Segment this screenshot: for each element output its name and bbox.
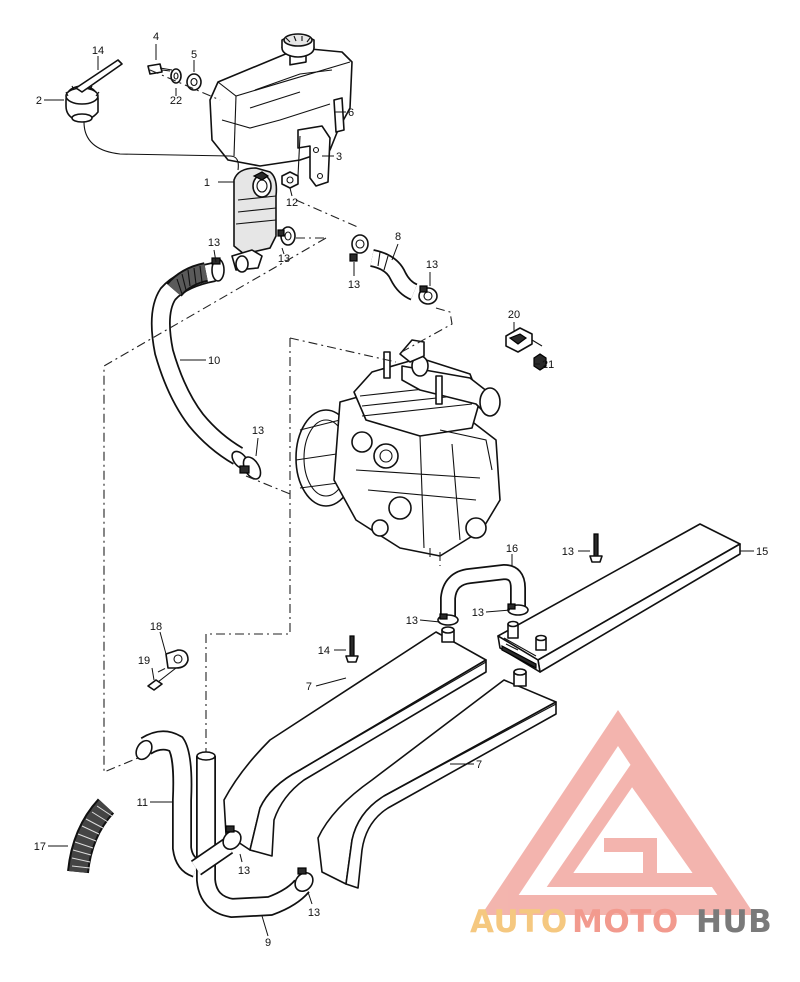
heat-exchanger-16	[497, 523, 741, 673]
coolant-hose-11	[135, 730, 200, 878]
radiator-pressure-cap	[65, 59, 123, 123]
callout-10: 10	[208, 355, 220, 367]
hose-clamp	[222, 825, 242, 851]
callout-7-left: 7	[306, 681, 312, 693]
hose-clamp	[211, 257, 225, 282]
callout-20: 19	[138, 655, 150, 667]
callout-16: 15	[756, 546, 768, 558]
hose-clamp	[277, 226, 296, 246]
callout-9: 9	[265, 937, 271, 949]
hose-clamp	[239, 456, 262, 480]
bracket-part-19	[165, 649, 189, 669]
bolt-part-20	[147, 667, 177, 691]
callout-14-right: 13	[562, 546, 574, 558]
leader-lines	[44, 44, 754, 937]
nut-part-12	[281, 171, 299, 189]
callout-1: 1	[204, 177, 210, 189]
callout-8: 8	[395, 231, 401, 243]
callout-13-hose8-right: 13	[426, 259, 438, 271]
hose-clamp	[294, 867, 314, 893]
callout-2: 2	[36, 95, 42, 107]
callout-13-lower-left: 13	[238, 865, 250, 877]
watermark-wordmark: AUTO MOTO HUB	[470, 904, 772, 940]
watermark-text-auto: AUTO	[470, 904, 568, 940]
callout-7-right: 7	[476, 759, 482, 771]
callout-11: 11	[137, 797, 148, 809]
coolant-hose-17	[440, 563, 526, 620]
callout-22: 21	[542, 359, 554, 371]
callout-13-hose10: 13	[252, 425, 264, 437]
callout-13-hose17-right: 13	[472, 607, 484, 619]
watermark-text-moto: MOTO	[572, 904, 679, 940]
protective-sleeve-18	[67, 798, 115, 874]
callout-15: 14	[92, 45, 104, 57]
heat-exchanger-7-right	[317, 668, 557, 889]
washer-part-23	[170, 68, 182, 84]
coolant-reservoir-tank	[209, 33, 353, 167]
hose-clamp	[349, 234, 369, 262]
callout-13-lower-right: 13	[308, 907, 320, 919]
hose-clamp	[437, 613, 459, 626]
callout-3: 3	[336, 151, 342, 163]
bolt-part-14	[589, 533, 603, 563]
callout-21: 20	[508, 309, 520, 321]
callout-17: 16	[506, 543, 518, 555]
callout-13-thermostat-right: 13	[278, 253, 290, 265]
callout-labels: 1 2 3 4 5 6 7 7 8 9 10 11 12 13 13 13 13…	[34, 31, 769, 949]
callout-12: 12	[286, 197, 298, 209]
callout-19: 18	[150, 621, 162, 633]
bolt-part-14	[345, 635, 359, 663]
callout-13-hose17-left: 13	[406, 615, 418, 627]
callout-14-left: 14	[318, 645, 330, 657]
coolant-hose-9	[196, 751, 310, 919]
callout-13-thermostat-left: 13	[208, 237, 220, 249]
coolant-hose-8	[369, 249, 418, 301]
tank-bracket	[297, 125, 331, 187]
callout-6: 6	[348, 107, 354, 119]
callout-18: 17	[34, 841, 46, 853]
watermark-text-hub: HUB	[696, 904, 772, 940]
watermark-logo	[481, 709, 755, 915]
nut-part-22	[533, 353, 547, 371]
callout-23: 22	[170, 95, 182, 107]
coolant-hose-10	[150, 262, 249, 470]
routing-lines	[103, 199, 453, 773]
hose-clamp	[418, 285, 438, 305]
callout-5: 5	[191, 49, 197, 61]
callout-4: 4	[153, 31, 159, 43]
grommet-part-5	[186, 73, 202, 91]
engine-block	[295, 339, 501, 557]
callout-13-hose8-left: 13	[348, 279, 360, 291]
hose-clamp	[507, 603, 529, 616]
thermostat-housing	[231, 167, 278, 273]
temperature-sensor	[505, 327, 543, 353]
retaining-clip	[333, 97, 345, 133]
bolt-part-4	[147, 63, 173, 75]
